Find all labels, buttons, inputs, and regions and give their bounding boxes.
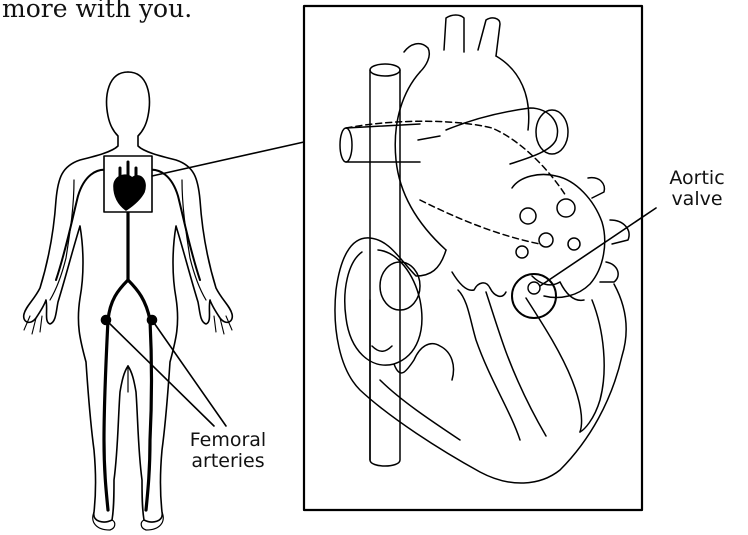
femoral-label-line1: Femoral xyxy=(178,430,278,451)
femoral-arteries-label: Femoral arteries xyxy=(178,430,278,472)
heart-closeup-frame xyxy=(304,6,642,510)
aortic-label-line1: Aortic xyxy=(652,168,742,189)
aortic-valve-label: Aortic valve xyxy=(652,168,742,210)
aortic-label-line2: valve xyxy=(652,189,742,210)
femoral-label-line2: arteries xyxy=(178,451,278,472)
femoral-leader-right xyxy=(152,320,226,426)
femoral-leader-left xyxy=(106,320,214,426)
